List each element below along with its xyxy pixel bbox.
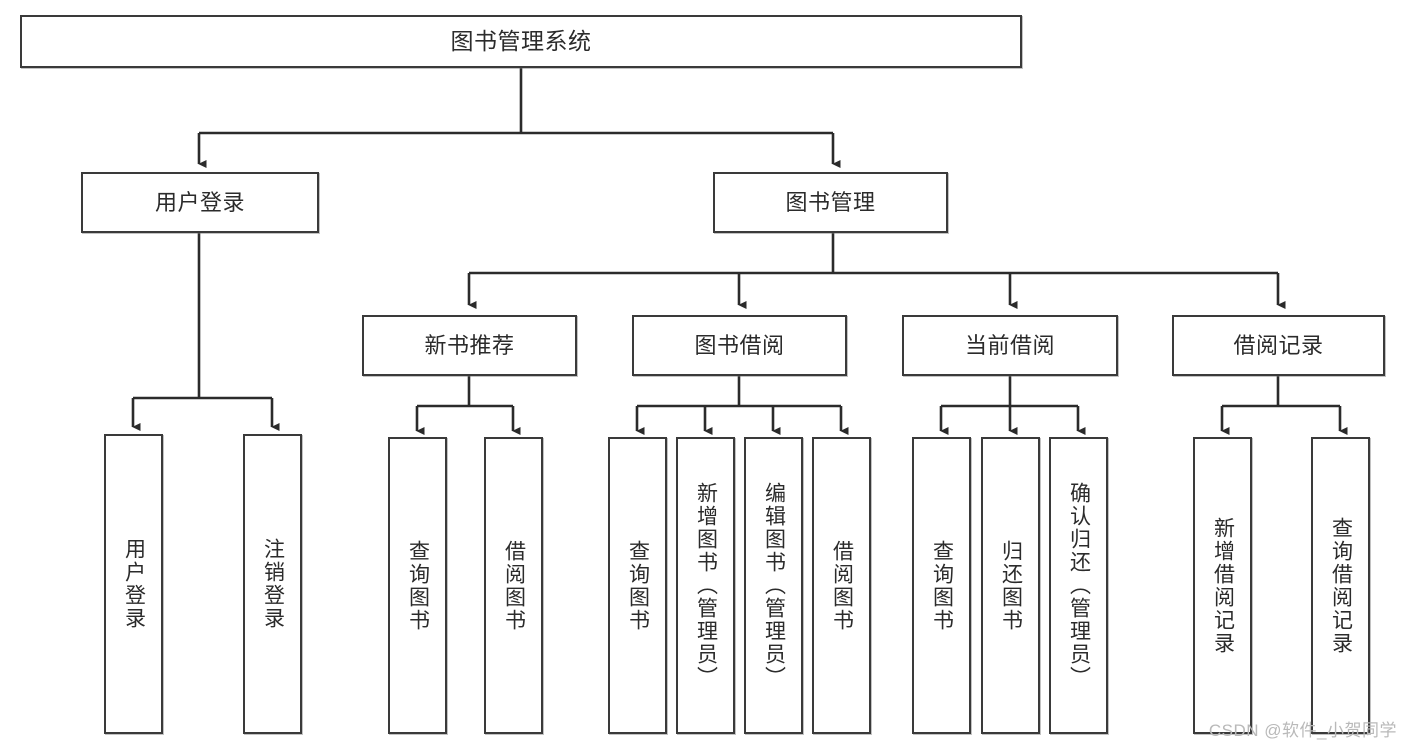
node-book-borrow[interactable]: 图书借阅	[632, 315, 847, 376]
node-label: 注销登录	[261, 538, 285, 630]
node-label: 图书管理	[785, 189, 876, 215]
node-label: 查询图书	[406, 539, 430, 632]
node-borrow-records[interactable]: 借阅记录	[1172, 315, 1385, 376]
node-label: 新书推荐	[424, 332, 515, 358]
node-label: 借阅图书	[502, 539, 526, 632]
leaf-borrow-record-query[interactable]: 查询借阅记录	[1311, 437, 1370, 734]
leaf-user-login-login[interactable]: 用户登录	[104, 434, 163, 734]
node-label: 查询图书	[626, 539, 650, 632]
node-root-system[interactable]: 图书管理系统	[20, 15, 1022, 68]
leaf-book-borrow-add[interactable]: 新增图书（管理员）	[676, 437, 735, 734]
node-label: 用户登录	[154, 189, 245, 215]
node-label: 用户登录	[122, 538, 146, 630]
leaf-current-borrow-query[interactable]: 查询图书	[912, 437, 971, 734]
node-current-borrow[interactable]: 当前借阅	[902, 315, 1118, 376]
leaf-current-borrow-return[interactable]: 归还图书	[981, 437, 1040, 734]
node-label: 归还图书	[999, 539, 1023, 632]
csdn-watermark: CSDN @软件_小贺同学	[1208, 721, 1397, 740]
node-label: 图书借阅	[694, 332, 785, 358]
node-label: 查询借阅记录	[1329, 516, 1353, 655]
leaf-book-borrow-query[interactable]: 查询图书	[608, 437, 667, 734]
node-user-login[interactable]: 用户登录	[81, 172, 319, 233]
leaf-current-borrow-confirm-return[interactable]: 确认归还（管理员）	[1049, 437, 1108, 734]
node-label: 借阅图书	[830, 539, 854, 632]
node-label: 编辑图书（管理员）	[762, 482, 786, 689]
node-label: 确认归还（管理员）	[1067, 482, 1091, 689]
leaf-book-borrow-borrow[interactable]: 借阅图书	[812, 437, 871, 734]
node-label: 新增借阅记录	[1211, 516, 1235, 655]
node-label: 新增图书（管理员）	[694, 482, 718, 689]
leaf-book-borrow-edit[interactable]: 编辑图书（管理员）	[744, 437, 803, 734]
leaf-user-login-logout[interactable]: 注销登录	[243, 434, 302, 734]
node-label: 当前借阅	[964, 332, 1055, 358]
node-new-book-recommend[interactable]: 新书推荐	[362, 315, 577, 376]
node-book-management[interactable]: 图书管理	[713, 172, 948, 233]
node-label: 查询图书	[930, 539, 954, 632]
node-label: 图书管理系统	[450, 27, 592, 54]
leaf-new-book-query[interactable]: 查询图书	[388, 437, 447, 734]
leaf-borrow-record-add[interactable]: 新增借阅记录	[1193, 437, 1252, 734]
node-label: 借阅记录	[1233, 332, 1324, 358]
leaf-new-book-borrow[interactable]: 借阅图书	[484, 437, 543, 734]
